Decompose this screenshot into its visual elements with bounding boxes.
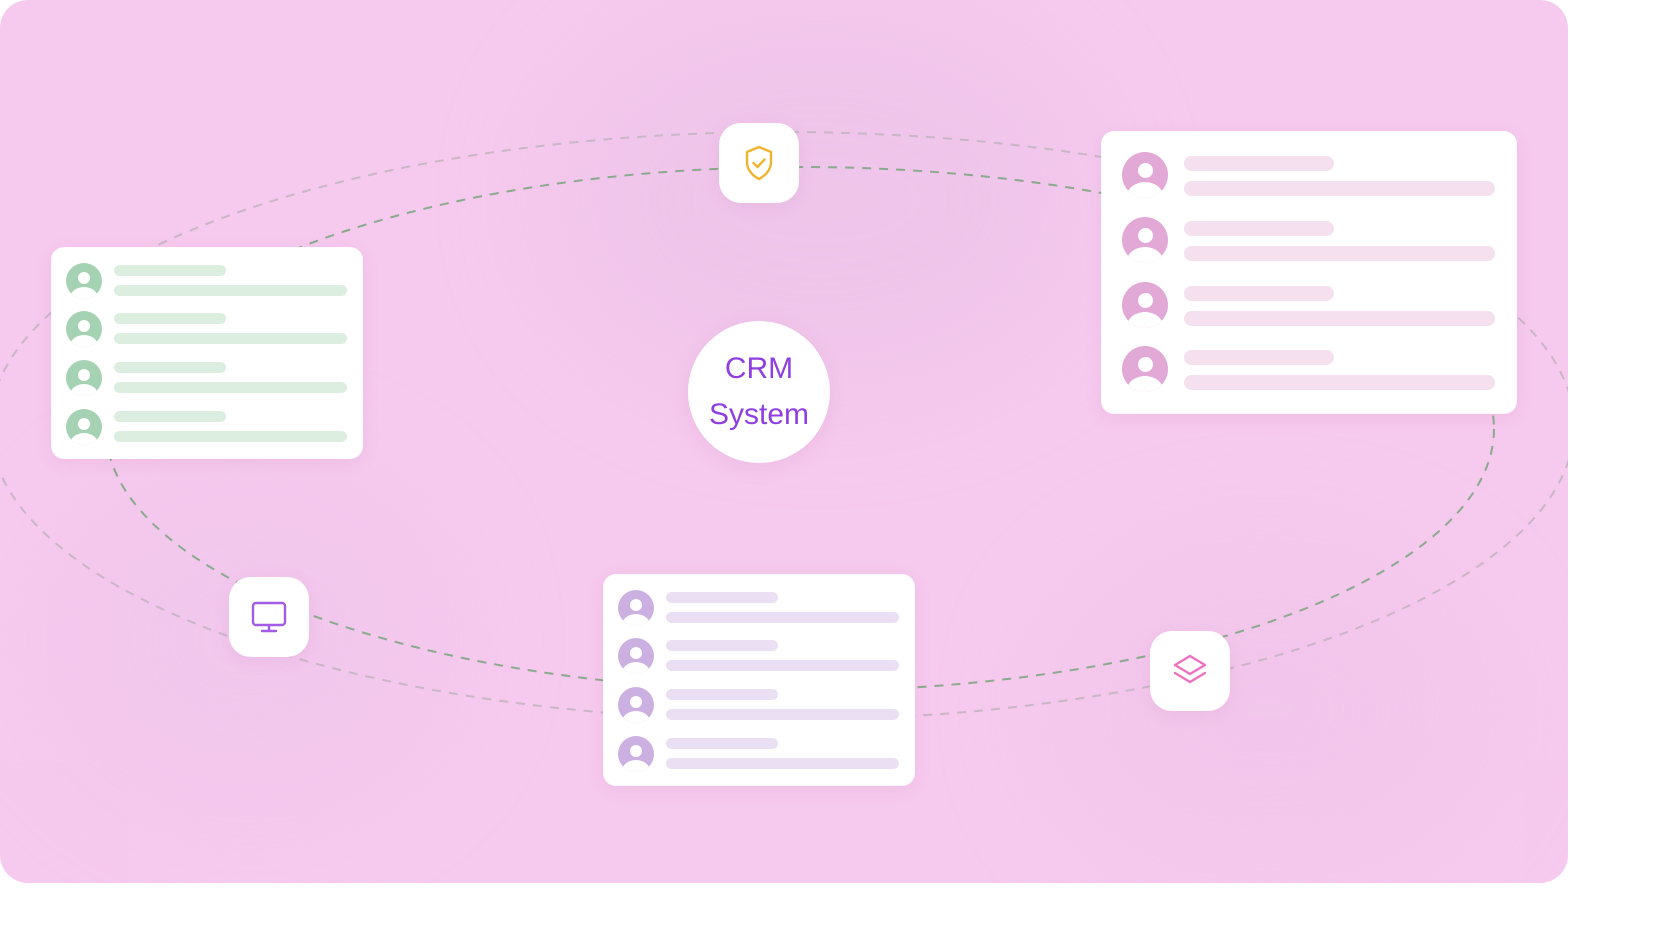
placeholder-bar-short bbox=[666, 640, 778, 651]
placeholder-bar-long bbox=[1184, 311, 1495, 326]
placeholder-bar-long bbox=[114, 285, 347, 296]
placeholder-bar-short bbox=[666, 689, 778, 700]
user-avatar-icon bbox=[618, 638, 654, 674]
user-avatar-icon bbox=[618, 736, 654, 772]
integrations-tile[interactable] bbox=[1150, 631, 1230, 711]
list-item bbox=[604, 687, 914, 723]
bottom-card bbox=[604, 575, 914, 785]
placeholder-bar-short bbox=[666, 738, 778, 749]
layers-icon bbox=[1173, 654, 1207, 684]
crm-hub[interactable]: CRM System bbox=[688, 321, 830, 463]
placeholder-bar-short bbox=[114, 313, 226, 324]
user-avatar-icon bbox=[1122, 217, 1168, 263]
placeholder-bar-short bbox=[1184, 286, 1334, 301]
list-item bbox=[1102, 217, 1516, 263]
placeholder-bar-long bbox=[114, 431, 347, 442]
monitor-icon bbox=[251, 601, 287, 633]
list-item bbox=[1102, 152, 1516, 198]
list-item bbox=[1102, 282, 1516, 328]
devices-tile[interactable] bbox=[229, 577, 309, 657]
diagram-canvas: CRM System bbox=[0, 0, 1568, 883]
left-card bbox=[52, 248, 362, 458]
shield-check-icon bbox=[745, 145, 773, 181]
placeholder-bar-short bbox=[114, 411, 226, 422]
background-glow bbox=[1060, 560, 1480, 860]
list-item bbox=[52, 311, 362, 347]
list-item bbox=[52, 409, 362, 445]
user-avatar-icon bbox=[1122, 282, 1168, 328]
user-avatar-icon bbox=[66, 360, 102, 396]
user-avatar-icon bbox=[618, 590, 654, 626]
placeholder-bar-short bbox=[1184, 350, 1334, 365]
placeholder-bar-long bbox=[114, 333, 347, 344]
placeholder-bar-short bbox=[114, 362, 226, 373]
right-card bbox=[1102, 132, 1516, 413]
list-item bbox=[52, 263, 362, 299]
placeholder-bar-long bbox=[666, 660, 899, 671]
placeholder-bar-short bbox=[1184, 221, 1334, 236]
list-item bbox=[604, 638, 914, 674]
placeholder-bar-long bbox=[1184, 181, 1495, 196]
user-avatar-icon bbox=[66, 263, 102, 299]
placeholder-bar-long bbox=[666, 709, 899, 720]
user-avatar-icon bbox=[618, 687, 654, 723]
list-item bbox=[604, 736, 914, 772]
placeholder-bar-long bbox=[114, 382, 347, 393]
list-item bbox=[52, 360, 362, 396]
placeholder-bar-long bbox=[1184, 375, 1495, 390]
placeholder-bar-long bbox=[1184, 246, 1495, 261]
user-avatar-icon bbox=[66, 311, 102, 347]
placeholder-bar-short bbox=[666, 592, 778, 603]
user-avatar-icon bbox=[66, 409, 102, 445]
security-tile[interactable] bbox=[719, 123, 799, 203]
placeholder-bar-long bbox=[666, 612, 899, 623]
placeholder-bar-short bbox=[1184, 156, 1334, 171]
hub-label-line1: CRM bbox=[724, 352, 794, 385]
placeholder-bar-long bbox=[666, 758, 899, 769]
user-avatar-icon bbox=[1122, 346, 1168, 392]
list-item bbox=[604, 590, 914, 626]
list-item bbox=[1102, 346, 1516, 392]
background-glow bbox=[560, 20, 1080, 380]
placeholder-bar-short bbox=[114, 265, 226, 276]
user-avatar-icon bbox=[1122, 152, 1168, 198]
hub-label-line2: System bbox=[708, 398, 810, 431]
